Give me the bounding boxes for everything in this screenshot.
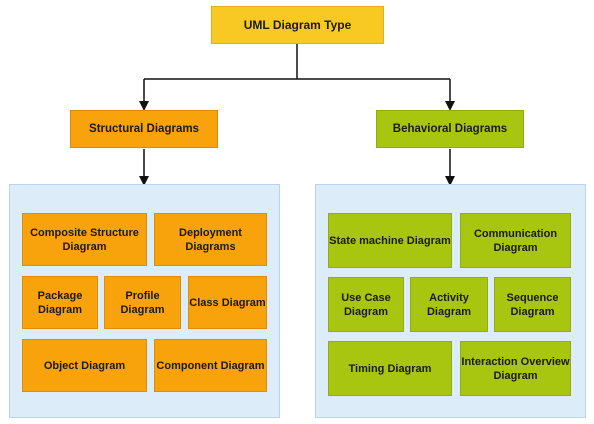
state-machine-diagram: State machine Diagram — [328, 213, 452, 268]
use-case-diagram: Use Case Diagram — [328, 277, 404, 332]
sequence-diagram: Sequence Diagram — [494, 277, 571, 332]
component-diagram: Component Diagram — [154, 339, 267, 392]
timing-diagram: Timing Diagram — [328, 341, 452, 396]
profile-diagram: Profile Diagram — [104, 276, 181, 329]
class-diagram: Class Diagram — [188, 276, 267, 329]
package-diagram: Package Diagram — [22, 276, 98, 329]
object-diagram: Object Diagram — [22, 339, 147, 392]
composite-structure-diagram: Composite Structure Diagram — [22, 213, 147, 266]
deployment-diagrams: Deployment Diagrams — [154, 213, 267, 266]
behavioral-diagrams-node: Behavioral Diagrams — [376, 110, 524, 148]
root-node: UML Diagram Type — [211, 6, 384, 44]
communication-diagram: Communication Diagram — [460, 213, 571, 268]
activity-diagram: Activity Diagram — [410, 277, 488, 332]
interaction-overview-diagram: Interaction Overview Diagram — [460, 341, 571, 396]
structural-diagrams-node: Structural Diagrams — [70, 110, 218, 148]
